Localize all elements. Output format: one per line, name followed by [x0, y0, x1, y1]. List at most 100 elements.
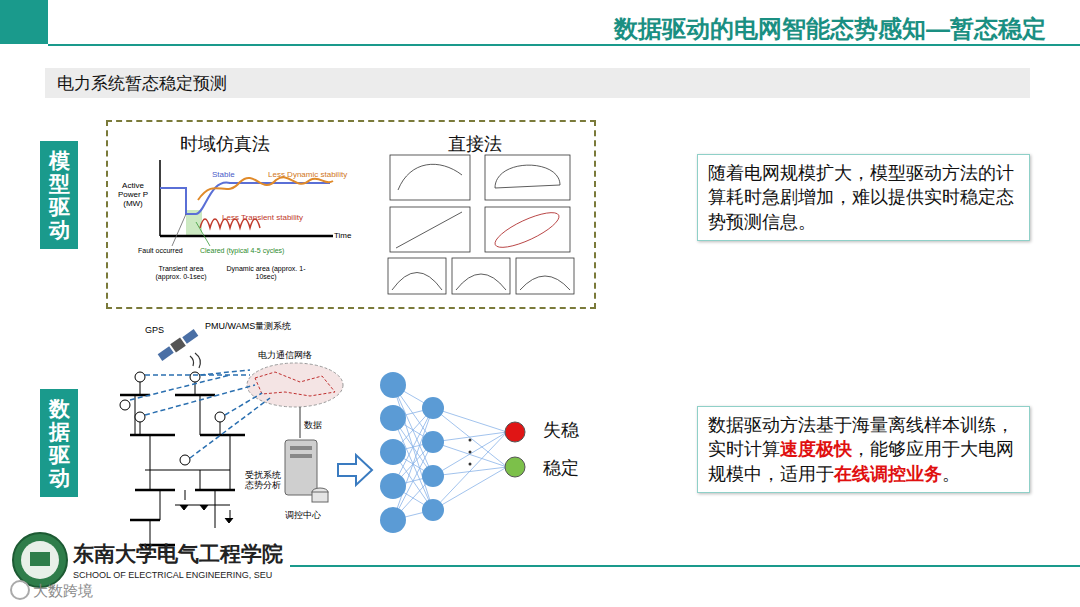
drawing-line — [130, 434, 175, 437]
note-text: 数据驱动方法基于海量离线样本训练，实时计算速度极快，能够应用于大电网规模中，适用… — [708, 413, 1019, 486]
drawing-circle — [469, 463, 472, 466]
drawing-circle — [180, 455, 190, 465]
vertical-label: 数据驱动 — [40, 389, 78, 497]
drawing-line — [160, 235, 333, 238]
drawing-rect — [30, 552, 50, 566]
drawing-line — [433, 432, 507, 510]
drawing-rect — [290, 446, 312, 450]
drawing-circle — [422, 465, 444, 487]
drawing-circle — [190, 372, 200, 382]
neural-network — [393, 385, 507, 520]
drawing-path — [190, 353, 200, 368]
neural-network-nodes — [380, 372, 525, 533]
drawing-circle — [380, 372, 406, 398]
drawing-rect — [390, 207, 470, 252]
axis-label: Time — [334, 231, 351, 240]
drawing-circle — [422, 499, 444, 521]
annotation: Cleared (typical 4-5 cycles) — [200, 247, 284, 255]
drawing-rect — [485, 155, 570, 200]
drawing-circle — [380, 439, 406, 465]
drawing-line — [159, 160, 161, 236]
drawing-path — [456, 274, 506, 290]
drawing-line — [48, 44, 1080, 46]
drawing-line — [396, 212, 462, 248]
drawing-line — [433, 442, 507, 467]
drawing-ellipse — [491, 206, 563, 254]
drawing-rect — [182, 329, 198, 344]
axis-label: Active Power P (MW) — [110, 181, 156, 209]
drawing-path — [140, 382, 230, 555]
drawing-line — [433, 432, 507, 442]
note-text: 随着电网规模扩大，模型驱动方法的计算耗时急剧增加，难以提供实时稳定态势预测信息。 — [708, 163, 1014, 232]
watermark: 大数跨境 — [33, 582, 93, 599]
drawing-circle — [505, 422, 525, 442]
drawing-line — [433, 432, 507, 476]
vertical-label: 模型驱动 — [40, 141, 78, 249]
drawing-rect — [390, 155, 470, 200]
drawing-path — [338, 455, 372, 485]
section-band: 电力系统暂态稳定预测 — [45, 68, 1030, 98]
drawing-path — [145, 385, 255, 415]
drawing-g — [135, 382, 230, 555]
drawing-circle — [380, 507, 406, 533]
note-box: 数据驱动方法基于海量离线样本训练，实时计算速度极快，能够应用于大电网规模中，适用… — [697, 406, 1030, 493]
drawing-circle — [13, 533, 67, 587]
drawing-path — [130, 375, 230, 400]
drawing-path — [198, 177, 333, 200]
highlight-text: 速度极快 — [780, 439, 852, 459]
drawing-circle — [135, 372, 145, 382]
method-heading: 时域仿真法 — [180, 132, 270, 156]
drawing-circle — [380, 473, 406, 499]
drawing-circle — [120, 400, 130, 410]
drawing-path — [225, 393, 262, 415]
annotation: Transient area (approx. 0-1sec) — [150, 265, 212, 281]
drawing-circle — [135, 412, 145, 422]
drawing-g — [130, 370, 270, 458]
drawing-line — [172, 214, 186, 246]
class-label: 稳定 — [543, 458, 579, 479]
drawing-line — [196, 222, 210, 246]
logo-text: 东南大学电气工程学院 — [73, 542, 283, 566]
drawing-rect — [452, 258, 510, 294]
drawing-circle — [21, 541, 59, 579]
drawing-path — [398, 164, 462, 190]
drawing-circle — [11, 581, 29, 599]
drawing-rect — [312, 492, 328, 502]
drawing-path — [135, 395, 230, 545]
device-label: PMU/WAMS量测系统 — [205, 321, 291, 331]
device-label: GPS — [145, 325, 164, 335]
drawing-rect — [388, 258, 446, 294]
drawing-circle — [469, 451, 472, 454]
drawing-path — [255, 372, 335, 396]
drawing-rect — [516, 258, 574, 294]
drawing-path — [495, 165, 560, 188]
method-heading: 直接法 — [448, 132, 502, 156]
highlight-text: 在线调控业务 — [834, 464, 942, 484]
drawing-path — [145, 374, 250, 376]
vertical-heading: 数据驱动 — [49, 397, 70, 489]
drawing-rect — [290, 454, 312, 458]
drawing-line — [130, 519, 160, 522]
note-box: 随着电网规模扩大，模型驱动方法的计算耗时急剧增加，难以提供实时稳定态势预测信息。 — [697, 154, 1030, 241]
device-label: 受扰系统态势分析 — [243, 470, 283, 491]
vertical-heading: 模型驱动 — [49, 149, 70, 241]
drawing-path — [520, 276, 570, 290]
drawing-circle — [380, 405, 406, 431]
note-text: 。 — [942, 464, 960, 484]
drawing-line — [433, 408, 507, 432]
drawing-circle — [469, 439, 472, 442]
drawing-ellipse — [247, 363, 343, 407]
drawing-line — [290, 565, 1080, 567]
drawing-line — [433, 408, 507, 467]
drawing-rect — [285, 440, 317, 495]
drawing-path — [180, 505, 233, 523]
note-text: 随着电网规模扩大，模型驱动方法的计算耗时急剧增加，难以提供实时稳定态势预测信息。 — [708, 161, 1019, 234]
device-label: 数据 — [304, 420, 322, 430]
device-label: 调控中心 — [285, 510, 321, 520]
drawing-path — [160, 183, 330, 214]
drawing-rect — [170, 337, 186, 352]
drawing-line — [135, 489, 175, 492]
drawing-path — [190, 398, 270, 458]
drawing-circle — [215, 412, 225, 422]
annotation: Fault occurred — [138, 247, 183, 255]
